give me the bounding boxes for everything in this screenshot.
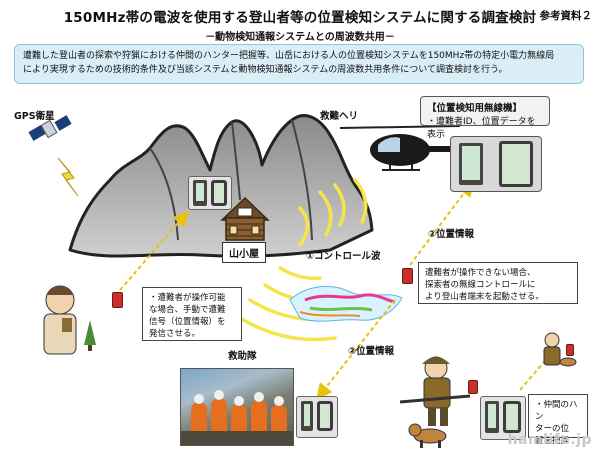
hut-label: 山小屋 xyxy=(222,242,266,263)
hut-tablet-icon xyxy=(211,180,227,206)
callout-line: ・仲間のハン xyxy=(535,400,578,422)
hunter-tablet-icon xyxy=(503,401,521,433)
victim-operable-callout: ・遭難者が操作可能 な場合、手動で遭難 信号（位置情報）を 発信させる。 xyxy=(142,287,242,341)
callout-line: より登山者端末を起動させる。 xyxy=(425,292,544,302)
handheld-receiver-icon xyxy=(459,143,483,185)
callout-line: ターの位 xyxy=(535,424,570,434)
callout-line: 遭難者が操作できない場合、 xyxy=(425,268,536,278)
distant-hunter-radio-icon xyxy=(566,344,574,356)
callout-line: 探索者の無線コントロールに xyxy=(425,280,536,290)
device-box-title: 【位置検知用無線機】 xyxy=(427,103,523,114)
reference-label: 参考資料２ xyxy=(539,10,593,22)
rescue-team-photo xyxy=(180,368,294,446)
hut-receiver-panel xyxy=(188,176,232,210)
callout-line: 置を把握 xyxy=(535,436,570,446)
hunter-receiver-panel xyxy=(480,396,526,440)
satellite-icon xyxy=(28,115,72,141)
gps-label: GPS衛星 xyxy=(14,111,55,122)
summary-line-2: により実現するための技術的条件及び当該システムと動物検知通報システムの周波数共用… xyxy=(23,65,508,75)
gps-signal-bolt xyxy=(57,157,79,197)
helicopter-label: 救難ヘリ xyxy=(320,111,359,122)
dog-figure xyxy=(408,423,447,448)
callout-line: 発信させる。 xyxy=(149,329,201,339)
control-wave-label: ①コントロール波 xyxy=(306,251,381,262)
hunter-figure xyxy=(399,356,471,426)
terminal-radio-icon xyxy=(402,268,413,284)
position-info-label-lower: ②位置情報 xyxy=(348,346,395,357)
tablet-map-icon xyxy=(499,141,533,187)
position-info-label-upper: ②位置情報 xyxy=(428,229,475,240)
helicopter-waves xyxy=(298,178,368,247)
hunter-handheld-icon xyxy=(485,401,499,433)
radio-to-rescue-arrow xyxy=(316,299,396,400)
mountain-hut-icon xyxy=(220,196,270,241)
device-info-box: 【位置検知用無線機】 ・遭難者ID、位置データを表示 xyxy=(420,96,550,140)
summary-line-1: 遭難した登山者の探索や狩猟における仲間のハンター把握等、山岳における人の位置検知… xyxy=(23,51,555,61)
page-title: 150MHz帯の電波を使用する登山者等の位置検知システムに関する調査検討 xyxy=(63,10,537,26)
summary-box: 遭難した登山者の探索や狩猟における仲間のハンター把握等、山岳における人の位置検知… xyxy=(14,44,584,84)
watermark: hamlife.jp xyxy=(507,432,592,448)
victim-unable-callout: 遭難者が操作できない場合、 探索者の無線コントロールに より登山者端末を起動させ… xyxy=(418,262,578,304)
receiver-screen-panel xyxy=(450,136,542,192)
radio-to-receiver-arrow xyxy=(409,180,474,266)
callout-line: な場合、手動で遭難 xyxy=(149,305,226,315)
rescue-receiver-panel xyxy=(296,396,338,438)
victim-figure xyxy=(43,285,96,355)
hut-handheld-icon xyxy=(193,180,207,206)
hunter-callout: ・仲間のハン ターの位 置を把握 xyxy=(528,394,588,446)
distant-hunter-figure xyxy=(543,332,577,367)
page-subtitle: －動物検知通報システムとの周波数共用－ xyxy=(205,32,395,43)
victim-radio-icon xyxy=(112,292,123,308)
device-box-bullet: ・遭難者ID、位置データを表示 xyxy=(427,117,536,140)
rescue-handheld-icon xyxy=(301,401,313,431)
callout-line: ・遭難者が操作可能 xyxy=(149,293,226,303)
callout-line: 信号（位置情報）を xyxy=(149,317,226,327)
rescue-tablet-icon xyxy=(317,401,333,431)
rescue-team-label: 救助隊 xyxy=(228,351,257,362)
hunter-radio-icon xyxy=(468,380,478,394)
helicopter-icon xyxy=(339,125,463,171)
victim-to-hut-arrow xyxy=(119,210,189,291)
